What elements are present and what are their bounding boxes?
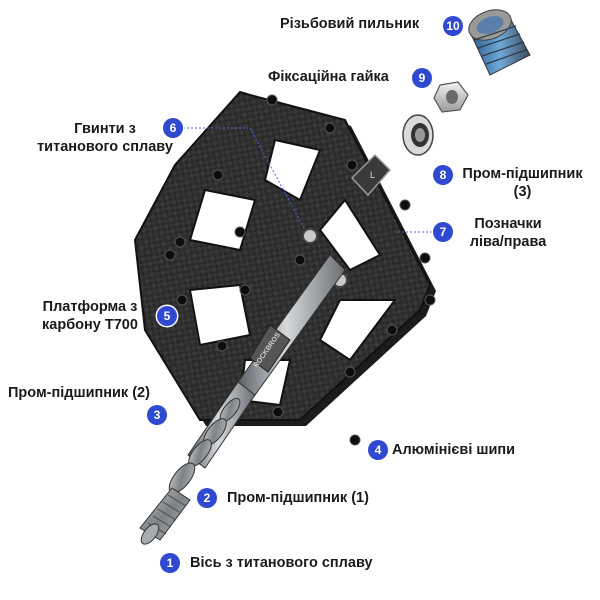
label-side-marks-line2: ліва/права <box>469 234 547 250</box>
label-titanium-screws-line2: титанового сплаву <box>37 139 173 155</box>
label-titanium-axle: Вісь з титанового сплаву <box>190 555 373 571</box>
callout-badge-4: 4 <box>368 440 388 460</box>
bearing-3 <box>402 114 434 156</box>
callout-badge-10: 10 <box>443 16 463 36</box>
callout-badge-1: 1 <box>160 553 180 573</box>
threaded-dust-cap <box>468 9 531 76</box>
label-side-marks: Позначки ліва/права <box>458 215 558 251</box>
callout-badge-3: 3 <box>147 405 167 425</box>
side-mark-text: L <box>370 170 375 180</box>
label-aluminium-pins: Алюмінієві шипи <box>392 442 516 458</box>
label-titanium-screws: Гвинти з титанового сплаву <box>20 120 190 156</box>
label-carbon-platform: Платформа з карбону T700 <box>15 298 165 334</box>
label-threaded-dust-cap: Різьбовий пильник <box>280 16 420 32</box>
label-side-marks-line1: Позначки <box>474 216 542 232</box>
lock-nut <box>433 81 469 113</box>
label-carbon-platform-line1: Платформа з <box>42 299 138 315</box>
label-titanium-screws-line1: Гвинти з <box>74 121 136 137</box>
titanium-axle: ROCKBROS <box>139 254 346 545</box>
label-bearing-3-line2: (3) <box>513 184 532 200</box>
label-lock-nut: Фіксаційна гайка <box>268 69 389 85</box>
callout-badge-2: 2 <box>197 488 217 508</box>
label-bearing-1: Пром-підшипник (1) <box>227 490 369 506</box>
callout-badge-6: 6 <box>163 118 183 138</box>
callout-badge-7: 7 <box>433 222 453 242</box>
callout-badge-8: 8 <box>433 165 453 185</box>
label-bearing-2: Пром-підшипник (2) <box>8 385 150 401</box>
callout-badge-5: 5 <box>157 306 177 326</box>
leader-lines <box>183 127 440 233</box>
callout-badge-9: 9 <box>412 68 432 88</box>
label-carbon-platform-line2: карбону T700 <box>42 317 138 333</box>
label-bearing-3-line1: Пром-підшипник <box>462 166 583 182</box>
center-screw <box>302 228 318 244</box>
side-mark-plate: L <box>350 153 392 197</box>
aluminium-pins <box>164 94 436 446</box>
label-bearing-3: Пром-підшипник (3) <box>455 165 590 201</box>
